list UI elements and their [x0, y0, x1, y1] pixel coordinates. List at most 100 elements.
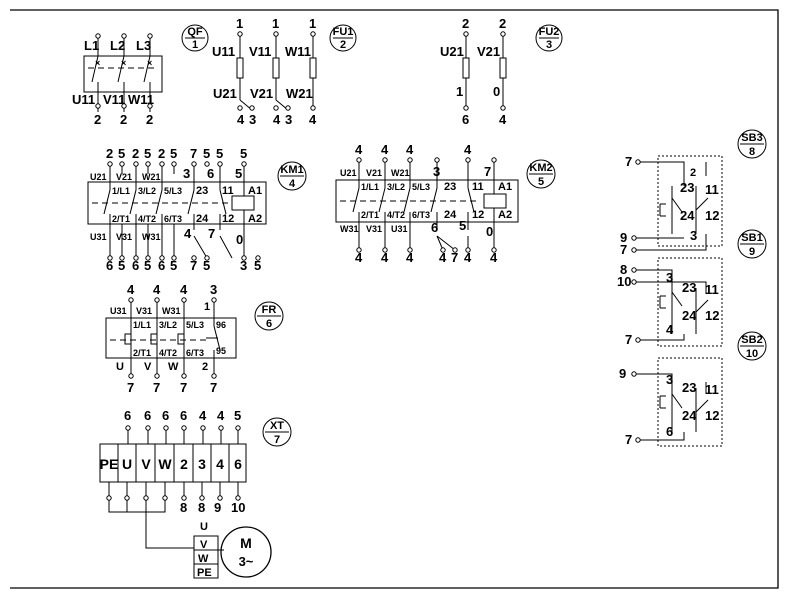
km1-row2: 1/L1: [112, 186, 130, 196]
km1-bottom-wire: 5: [170, 258, 177, 273]
sb1-tag: SB1: [741, 232, 762, 244]
fu1-bottom-wire: 3: [285, 112, 292, 127]
fu1-sheet: 2: [340, 39, 346, 51]
fu1-bottom-wire: 4: [273, 112, 281, 127]
km2-row3: A2: [498, 209, 512, 221]
sb2-tag: SB2: [741, 334, 762, 346]
sb1-contact: 3: [666, 270, 673, 285]
motor-phase: V: [200, 539, 208, 551]
sb3-contact: 12: [705, 208, 719, 223]
xt-tag-bubble: [262, 417, 292, 447]
xt-bottom-wire: 9: [214, 500, 221, 515]
sb1-contact: 12: [705, 308, 719, 323]
km1-row3: 6/T3: [164, 214, 182, 224]
km1-bottom-wire: 7: [190, 258, 197, 273]
km1-sheet: 4: [289, 178, 296, 190]
fu2-bottom-wire: 4: [499, 112, 507, 127]
fu1-top-label: W11: [285, 44, 311, 59]
km1-row4: W31: [142, 232, 161, 242]
qf-pole-top: L1: [84, 38, 99, 53]
km1-row1: W21: [142, 172, 161, 182]
km2-row4: V31: [366, 224, 382, 234]
fu2-bottom-label: 0: [493, 84, 500, 99]
fr-row1: V31: [136, 306, 152, 316]
km1-contactor: 2 5 2 5 2 5 7 5 5 5 U21: [87, 146, 307, 273]
km2-row4: 6: [431, 220, 438, 235]
sb1-pushbutton: 8 10 7 3 23 11 24 12 4 SB1 9: [617, 229, 767, 347]
fr-tag: FR: [262, 304, 277, 316]
km1-row3: 24: [196, 213, 209, 225]
km2-row1: W21: [391, 168, 410, 178]
km2-row3: 2/T1: [361, 210, 379, 220]
fu2-top-label: V21: [477, 44, 500, 59]
sb2-left-wire: 7: [625, 432, 632, 447]
km2-bottom-wire: 4: [381, 250, 389, 265]
km2-row4: 0: [486, 224, 493, 239]
fr-row1: U31: [110, 306, 127, 316]
xt-top-wire: 4: [217, 408, 225, 423]
sb3-pushbutton: 7 9 7 2 23 11 24 12 3 SB3 8: [620, 129, 767, 257]
xt-bottom-wire: 8: [198, 500, 205, 515]
fr-row1: 1: [204, 301, 210, 313]
km1-top-wire: 7: [190, 146, 197, 161]
qf-pole-top: L3: [136, 38, 151, 53]
km1-bottom-wire: 6: [132, 258, 139, 273]
xt-terminal: 2: [180, 456, 188, 472]
km1-bottom-wire: 6: [158, 258, 165, 273]
sb3-left-wire: 7: [625, 154, 632, 169]
fr-top-wire: 4: [153, 282, 161, 297]
motor-circle: [220, 526, 272, 578]
qf-wire: 2: [94, 112, 101, 127]
qf-tag: QF: [187, 26, 203, 38]
xt-top-wire: 6: [180, 408, 187, 423]
km1-bottom-wire: 3: [240, 258, 247, 273]
km1-top-wire: 2: [132, 146, 139, 161]
fr-row2: 96: [216, 320, 226, 330]
xt-terminal: 4: [216, 456, 224, 472]
sb2-contact: 3: [666, 372, 673, 387]
fu1-bottom-label: V21: [250, 86, 273, 101]
qf-pole-top: L2: [110, 38, 125, 53]
sb3-contact: 24: [680, 208, 695, 223]
fu1-bottom-label: U21: [213, 86, 237, 101]
fu1-fuses: 1 1 1 U11 V11 W11 U21 V21 W21 4 3 4 3 4 …: [212, 16, 357, 127]
xt-terminal: W: [158, 456, 172, 472]
sb2-tag-bubble: [737, 331, 767, 361]
qf-pole-bottom: U11: [72, 92, 95, 107]
km2-row3: 6/T3: [412, 210, 430, 220]
fu1-bottom-wire: 3: [249, 112, 256, 127]
km2-row4: U31: [391, 224, 408, 234]
km1-bottom-wire: 5: [254, 258, 261, 273]
svg-text:×: ×: [121, 58, 126, 68]
km1-row1: V21: [116, 172, 132, 182]
km2-row1: U21: [340, 168, 357, 178]
sb2-contact: 23: [682, 380, 696, 395]
svg-text:×: ×: [147, 58, 152, 68]
km1-row3: 4/T2: [138, 214, 156, 224]
xt-bottom-wire: 8: [180, 500, 187, 515]
fr-overload-relay: 4 4 4 3 U31 V31 W31 1 1/L1 3/L2 5/L3 96 …: [105, 282, 284, 395]
km1-row1: 6: [207, 166, 214, 181]
xt-top-wire: 6: [162, 408, 169, 423]
km1-top-wire: 5: [240, 146, 247, 161]
fr-row4: V: [144, 361, 152, 373]
km1-row4: 4: [184, 226, 192, 241]
qf-wire: 2: [146, 112, 153, 127]
xt-tag: XT: [270, 420, 284, 432]
fr-row3: 95: [216, 346, 226, 356]
sb1-contact: 24: [682, 308, 697, 323]
fu2-top-wire: 2: [462, 16, 469, 31]
km2-row3: 24: [444, 209, 457, 221]
km1-row4: V31: [116, 232, 132, 242]
qf-breaker: ××× L1 L2 L3 U11 V11 W11 2 2 2 QF 1: [72, 24, 209, 127]
fr-sheet: 6: [266, 318, 272, 330]
km1-row1: U21: [90, 172, 107, 182]
fr-row3: 6/T3: [186, 348, 204, 358]
sb3-contact: 11: [705, 182, 719, 197]
km1-bottom-wire: 5: [144, 258, 151, 273]
svg-text:×: ×: [95, 58, 100, 68]
km2-bottom-wire: 4: [439, 250, 447, 265]
sb3-contact: 2: [690, 167, 696, 179]
sb1-left-wire: 7: [625, 332, 632, 347]
fr-row2: 1/L1: [133, 320, 151, 330]
